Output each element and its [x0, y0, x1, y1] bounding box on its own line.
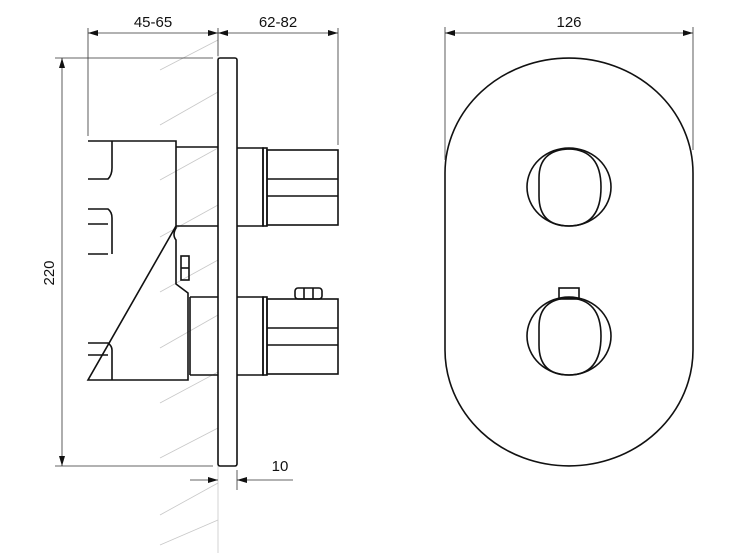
lower-knob-front [526, 287, 612, 376]
front-view [444, 57, 694, 467]
thickness-label: 10 [272, 458, 289, 475]
upper-knob-front [526, 147, 612, 227]
dimension-width: 126 [444, 14, 694, 160]
projection-label: 62-82 [259, 14, 297, 31]
dimension-height: 220 [41, 57, 213, 467]
depth-label: 45-65 [134, 14, 172, 31]
lower-knob-side [237, 287, 339, 376]
width-label: 126 [556, 14, 581, 31]
height-label: 220 [41, 260, 58, 285]
valve-body [86, 140, 189, 381]
upper-knob-side [237, 147, 339, 227]
dimension-depth: 45-65 62-82 [87, 14, 339, 145]
side-view [86, 57, 339, 467]
cover-plate-side [217, 57, 238, 467]
cover-plate-front [444, 57, 694, 467]
lower-stem [189, 296, 218, 376]
upper-stem [176, 146, 218, 227]
dimension-thickness: 10 [190, 458, 293, 490]
body-notches [88, 141, 113, 380]
wall-hatch [159, 30, 219, 553]
